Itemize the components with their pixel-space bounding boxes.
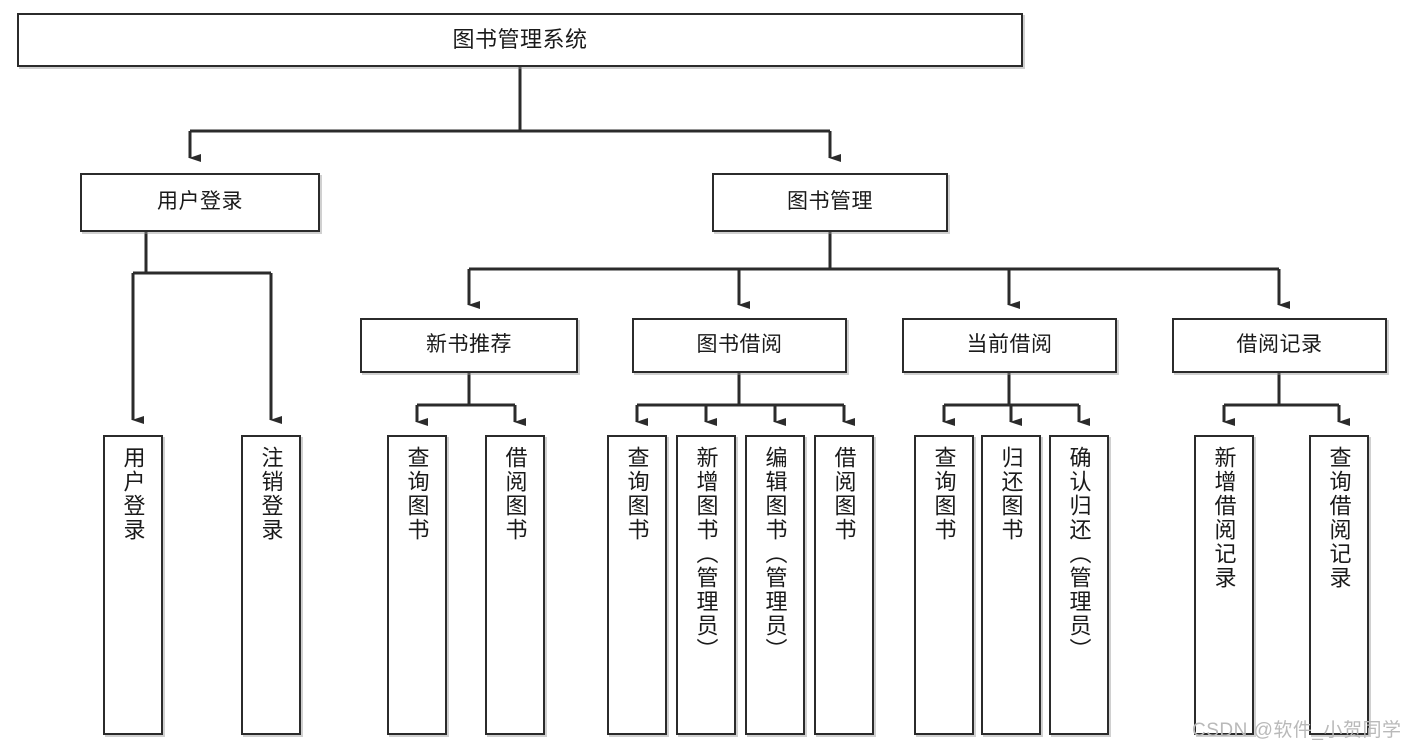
- node-leaf-borrow-book-1[interactable]: 借阅图书: [485, 435, 545, 735]
- node-leaf-logout-label: 注销登录: [258, 446, 284, 542]
- node-leaf-return-book-label: 归还图书: [998, 446, 1024, 542]
- node-current-borrow[interactable]: 当前借阅: [902, 318, 1117, 373]
- node-leaf-borrow-book-2-label: 借阅图书: [831, 446, 857, 542]
- node-leaf-user-login-label: 用户登录: [120, 446, 146, 542]
- node-leaf-borrow-book-1-label: 借阅图书: [502, 446, 528, 542]
- node-leaf-confirm-return[interactable]: 确认归还（管理员）: [1049, 435, 1109, 735]
- node-leaf-return-book[interactable]: 归还图书: [981, 435, 1041, 735]
- node-leaf-add-record-label: 新增借阅记录: [1211, 446, 1237, 590]
- node-leaf-user-login[interactable]: 用户登录: [103, 435, 163, 735]
- node-current-borrow-label: 当前借阅: [966, 333, 1053, 357]
- node-new-book-recommend[interactable]: 新书推荐: [360, 318, 578, 373]
- node-leaf-query-book-3-label: 查询图书: [931, 446, 957, 542]
- node-leaf-logout[interactable]: 注销登录: [241, 435, 301, 735]
- node-leaf-query-book-3[interactable]: 查询图书: [914, 435, 974, 735]
- node-leaf-add-book[interactable]: 新增图书（管理员）: [676, 435, 736, 735]
- node-leaf-query-book-1-label: 查询图书: [404, 446, 430, 542]
- node-book-borrow-label: 图书借阅: [696, 333, 783, 357]
- node-root[interactable]: 图书管理系统: [17, 13, 1023, 67]
- node-leaf-query-record-label: 查询借阅记录: [1326, 446, 1352, 590]
- node-book-borrow[interactable]: 图书借阅: [632, 318, 847, 373]
- node-leaf-add-record[interactable]: 新增借阅记录: [1194, 435, 1254, 735]
- node-root-label: 图书管理系统: [452, 27, 588, 53]
- node-leaf-edit-book[interactable]: 编辑图书（管理员）: [745, 435, 805, 735]
- node-leaf-edit-book-label: 编辑图书（管理员）: [762, 446, 788, 662]
- node-user-login-label: 用户登录: [157, 190, 243, 214]
- node-leaf-query-book-2-label: 查询图书: [624, 446, 650, 542]
- node-new-book-recommend-label: 新书推荐: [426, 333, 512, 357]
- node-leaf-query-book-2[interactable]: 查询图书: [607, 435, 667, 735]
- node-book-management[interactable]: 图书管理: [712, 173, 948, 232]
- csdn-watermark: CSDN @软件_小贺同学: [1192, 720, 1402, 741]
- node-leaf-add-book-label: 新增图书（管理员）: [693, 446, 719, 662]
- node-book-management-label: 图书管理: [787, 190, 873, 214]
- node-borrow-record-label: 借阅记录: [1236, 333, 1323, 357]
- node-user-login[interactable]: 用户登录: [80, 173, 320, 232]
- node-leaf-query-book-1[interactable]: 查询图书: [387, 435, 447, 735]
- node-leaf-query-record[interactable]: 查询借阅记录: [1309, 435, 1369, 735]
- node-leaf-confirm-return-label: 确认归还（管理员）: [1066, 446, 1092, 662]
- node-leaf-borrow-book-2[interactable]: 借阅图书: [814, 435, 874, 735]
- node-borrow-record[interactable]: 借阅记录: [1172, 318, 1387, 373]
